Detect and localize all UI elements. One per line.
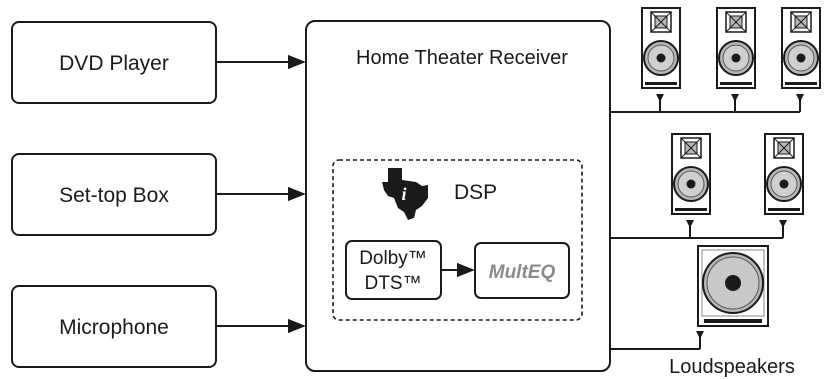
- multeq-label: MultEQ: [489, 262, 556, 283]
- dvd-player-label: DVD Player: [59, 52, 169, 75]
- set-top-box-box: Set-top Box: [11, 153, 217, 236]
- dolby-label: Dolby™: [359, 248, 427, 269]
- subwoofer-icon: [697, 245, 769, 327]
- set-top-box-label: Set-top Box: [59, 184, 169, 207]
- arrowhead: [656, 94, 664, 102]
- dvd-player-box: DVD Player: [11, 21, 217, 104]
- dts-label: DTS™: [365, 273, 422, 294]
- arrowhead: [686, 220, 694, 228]
- speaker-icon: [671, 133, 711, 215]
- dsp-region: [332, 159, 583, 321]
- speaker-icon: [781, 7, 821, 89]
- speaker-icon: [641, 7, 681, 89]
- arrowhead: [796, 94, 804, 102]
- microphone-label: Microphone: [59, 316, 169, 339]
- dolby-dts-box: Dolby™ DTS™: [345, 240, 442, 300]
- arrowhead: [696, 331, 704, 339]
- ti-logo-icon: i: [382, 168, 428, 220]
- speaker-icon: [716, 7, 756, 89]
- svg-text:i: i: [401, 184, 406, 204]
- speaker-icon: [764, 133, 804, 215]
- dsp-label: DSP: [454, 181, 497, 204]
- loudspeakers-label: Loudspeakers: [669, 356, 795, 378]
- arrowhead: [731, 94, 739, 102]
- receiver-title: Home Theater Receiver: [356, 47, 568, 69]
- microphone-box: Microphone: [11, 285, 217, 368]
- speaker-group: [641, 7, 821, 215]
- arrowhead: [779, 220, 787, 228]
- output-wiring: [610, 94, 801, 350]
- multeq-box: MultEQ: [474, 242, 570, 299]
